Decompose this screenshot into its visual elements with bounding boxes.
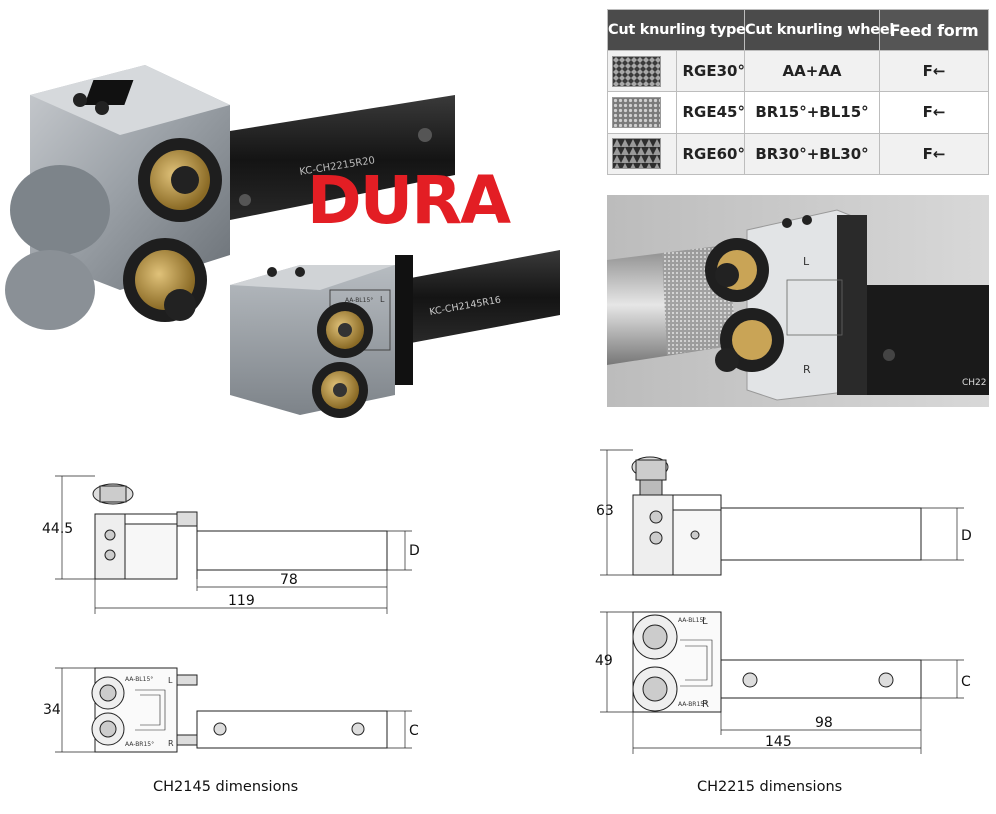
ch2145-wheel-label-bottom: AA-BR15° <box>125 741 154 748</box>
dim-ch2145-height: 44.5 <box>42 521 73 537</box>
product-photo: KC-CH2215R20 KC-CH2145R16 AA-BL15° L <box>5 65 560 418</box>
dim-ch2215-height: 63 <box>596 503 614 519</box>
knurl-type: RGE30° <box>675 49 745 93</box>
pattern-cell <box>607 132 677 176</box>
shank-screw <box>418 128 432 142</box>
header-knurling-type: Cut knurling type <box>607 9 746 51</box>
holder-label-r: R <box>803 363 811 376</box>
feed-form: F← <box>879 49 989 93</box>
drawing-ch2145-top: AA-BL15° AA-BR15° L R 34 C <box>43 667 419 753</box>
dim-ch2215-length: 145 <box>765 734 792 750</box>
brand-logo: DURA <box>307 166 513 230</box>
knurl-wheel: BR30°+BL30° <box>744 132 880 176</box>
knurling-spec-table: Cut knurling type Cut knurling wheel Fee… <box>607 9 989 176</box>
pattern-cell <box>607 91 677 134</box>
ch2145-mark-r: R <box>168 739 174 748</box>
caption-ch2145: CH2145 dimensions <box>153 779 299 795</box>
ch2145-mark-l: L <box>168 676 173 685</box>
dim-ch2215-shank: D <box>961 528 972 544</box>
shank-screw <box>239 194 251 206</box>
dim-ch2145-reach: 78 <box>280 572 298 588</box>
drawing-ch2145-side: 44.5 D 78 119 <box>42 475 420 614</box>
ch2215-mark-r: R <box>702 699 709 710</box>
application-shank <box>857 285 989 395</box>
brand-logo-text: DURA <box>307 166 511 230</box>
knurl-type: RGE60° <box>675 132 745 176</box>
table-row: RGE30° AA+AA F← <box>607 49 989 93</box>
small-shank <box>400 250 560 345</box>
dim-ch2145-width: 34 <box>43 702 61 718</box>
small-wheel-mark-lower: L <box>380 295 385 304</box>
table-row: RGE45° BR15°+BL15° F← <box>607 91 989 134</box>
ch2215-mark-l: L <box>702 616 708 627</box>
dim-ch2145-shank: D <box>409 543 420 559</box>
dim-ch2145-shank-top: C <box>409 723 419 739</box>
small-wheel-mark-upper: AA-BL15° <box>345 297 373 304</box>
knurl-pattern-diamond-fine-icon <box>612 55 661 87</box>
dim-ch2215-shank-top: C <box>961 674 971 690</box>
feed-form: F← <box>879 132 989 176</box>
header-knurling-wheel: Cut knurling wheel <box>744 9 894 51</box>
ch2215-wheel-label-top: AA-BL15° <box>678 617 706 624</box>
large-shank <box>205 95 455 225</box>
feed-form: F← <box>879 91 989 134</box>
caption-ch2215: CH2215 dimensions <box>697 779 843 795</box>
ch2145-wheel-label-top: AA-BL15° <box>125 676 153 683</box>
dim-ch2215-width: 49 <box>595 653 613 669</box>
table-header-row: Cut knurling type Cut knurling wheel Fee… <box>607 9 989 51</box>
pattern-cell <box>607 49 677 93</box>
knurl-pattern-pyramid-icon <box>612 138 661 170</box>
holder-label-l: L <box>803 255 810 268</box>
drawing-ch2215-side: 63 D <box>596 449 972 576</box>
knurl-wheel: BR15°+BL15° <box>744 91 880 134</box>
holder-code: CH22 <box>962 378 987 388</box>
ch2215-wheel-label-bottom: AA-BR15° <box>678 701 707 708</box>
drawing-ch2215-top: AA-BL15° AA-BR15° L R 49 C 98 145 <box>595 611 971 754</box>
application-photo: CH22 L R <box>607 195 989 407</box>
dim-ch2215-reach: 98 <box>815 715 833 731</box>
header-feed-form: Feed form <box>879 9 989 51</box>
dim-ch2145-length: 119 <box>228 593 255 609</box>
knurl-type: RGE45° <box>675 91 745 134</box>
knurl-wheel: AA+AA <box>744 49 880 93</box>
table-row: RGE60° BR30°+BL30° F← <box>607 132 989 176</box>
knurl-pattern-diamond-cross-icon <box>612 96 661 128</box>
